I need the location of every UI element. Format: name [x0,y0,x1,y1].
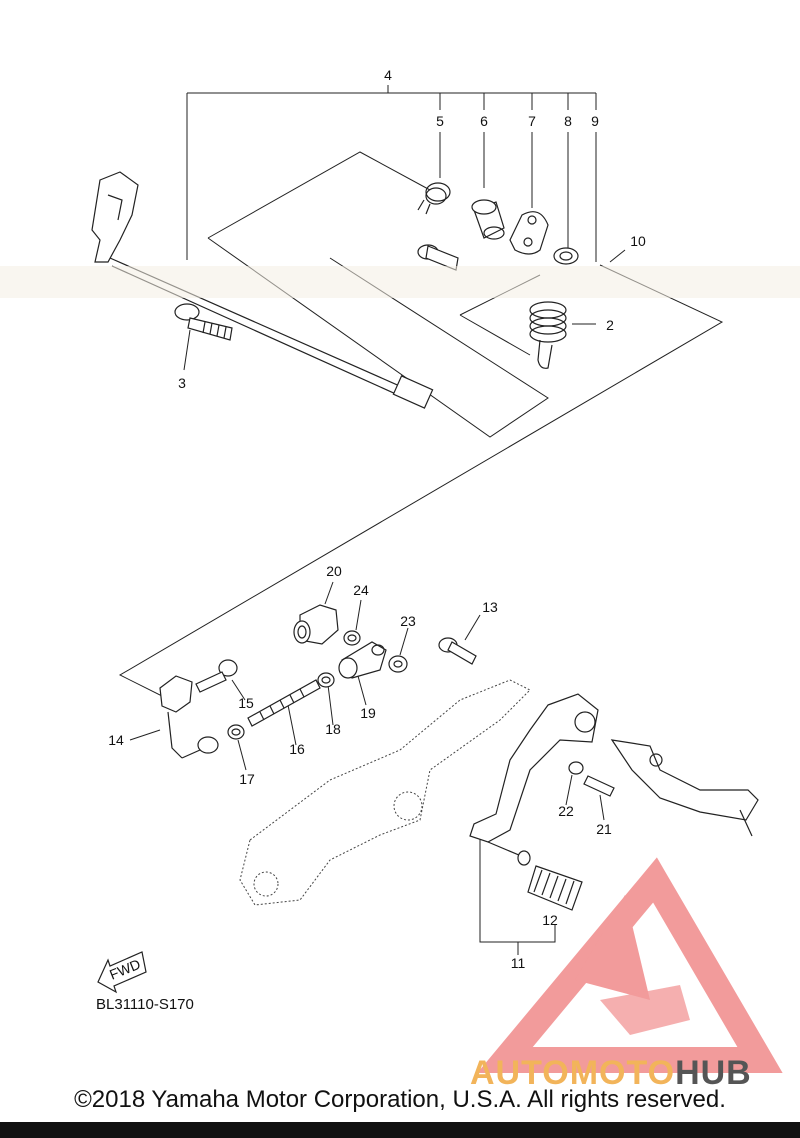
callout-2: 2 [606,317,614,333]
callout-15: 15 [238,695,254,711]
washer-8 [553,247,579,265]
rod-end-14 [159,675,219,759]
collar-6 [471,199,505,240]
callout-9: 9 [591,113,599,129]
reference-code: BL31110-S170 [96,996,194,1013]
callout-7: 7 [528,113,536,129]
nut-24 [343,630,361,646]
pivot-bolt-assembly [610,739,759,837]
callout-5: 5 [436,113,444,129]
callout-17: 17 [239,771,255,787]
nut-18 [317,672,335,688]
frame-ghost-outline [239,679,531,906]
copyright-text: ©2018 Yamaha Motor Corporation, U.S.A. A… [74,1086,726,1113]
callout-20: 20 [326,563,342,579]
washer-22 [568,761,584,775]
callout-19: 19 [360,705,376,721]
watermark-brand-part2: HUB [675,1054,752,1092]
collar-23 [388,655,408,673]
lever-7 [509,211,549,255]
bolt-21 [583,775,615,797]
nut-17 [227,724,245,740]
shift-shaft-part [91,171,434,409]
callout-14: 14 [108,732,124,748]
rod-16 [247,679,321,727]
callout-8: 8 [564,113,572,129]
watermark-brand-part1: AUTOMOTO [470,1054,676,1092]
callout-12: 12 [542,912,558,928]
callout-23: 23 [400,613,416,629]
joint-19 [338,641,387,679]
callout-4: 4 [384,67,392,83]
bolt-13 [438,637,477,665]
callout-11: 11 [511,955,526,971]
watermark-logo-icon [477,857,783,1073]
spring-2 [529,301,567,369]
callout-24: 24 [353,582,369,598]
pedal-rubber-12 [527,865,583,911]
bottom-bar [0,1122,800,1138]
scan-noise-band [0,266,800,298]
callout-22: 22 [558,803,574,819]
bolt-15 [195,659,238,693]
callout-6: 6 [480,113,488,129]
watermark-brand: AUTOMOTOHUB [470,1054,752,1093]
callout-16: 16 [289,741,305,757]
leader-lines [129,132,626,955]
callout-10: 10 [630,233,646,249]
callout-13: 13 [482,599,498,615]
spring-5 [417,182,451,215]
assembly-4-bracket [186,85,597,260]
pedal-11 [469,693,599,866]
pin-part [417,244,459,271]
callout-18: 18 [325,721,341,737]
callout-3: 3 [178,375,186,391]
joint-20 [293,604,339,645]
callout-21: 21 [596,821,612,837]
fwd-arrow-icon: FWD [97,951,147,994]
bolt-3 [174,303,233,341]
